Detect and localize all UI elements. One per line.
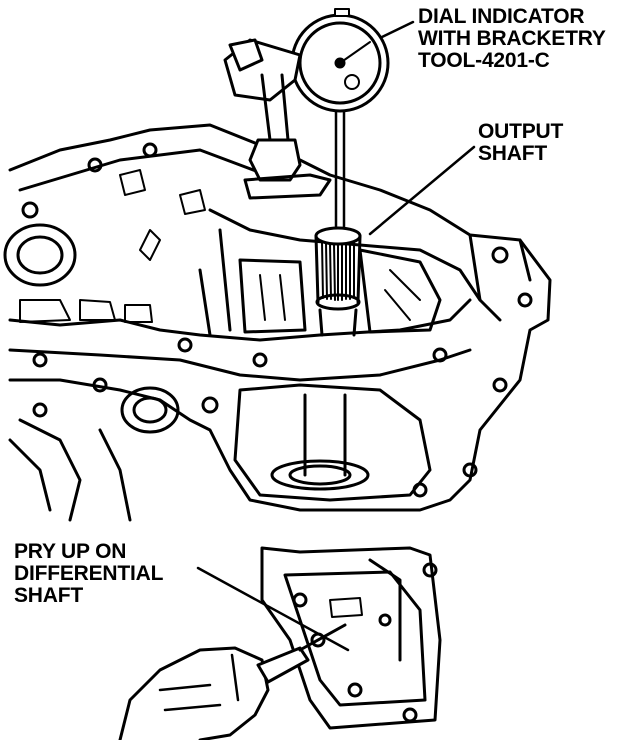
dial-indicator-label-line1: DIAL INDICATOR <box>418 5 585 28</box>
differential-opening <box>233 383 432 502</box>
case-left-details <box>3 142 268 522</box>
output-shaft <box>314 226 362 337</box>
pry-up-label-line1: PRY UP ON <box>14 540 127 563</box>
leader-lines <box>196 20 476 652</box>
dial-indicator-label: DIAL INDICATOR WITH BRACKETRY TOOL-4201-… <box>418 6 606 72</box>
output-shaft-label: OUTPUT SHAFT <box>478 121 563 165</box>
output-shaft-label-line2: SHAFT <box>478 142 547 165</box>
transaxle-case <box>8 123 552 512</box>
case-right-details <box>412 246 533 498</box>
output-shaft-label-line1: OUTPUT <box>478 120 564 143</box>
dial-indicator-tool <box>223 8 390 230</box>
pry-up-label-line3: SHAFT <box>14 584 83 607</box>
dial-indicator-label-line2: WITH BRACKETRY <box>418 27 606 50</box>
pry-up-label: PRY UP ON DIFFERENTIAL SHAFT <box>14 541 163 607</box>
hand-with-screwdriver <box>118 623 347 740</box>
pry-up-label-line2: DIFFERENTIAL <box>14 562 164 585</box>
lower-inset-case <box>260 546 442 730</box>
dial-indicator-label-line3: TOOL-4201-C <box>418 49 550 72</box>
